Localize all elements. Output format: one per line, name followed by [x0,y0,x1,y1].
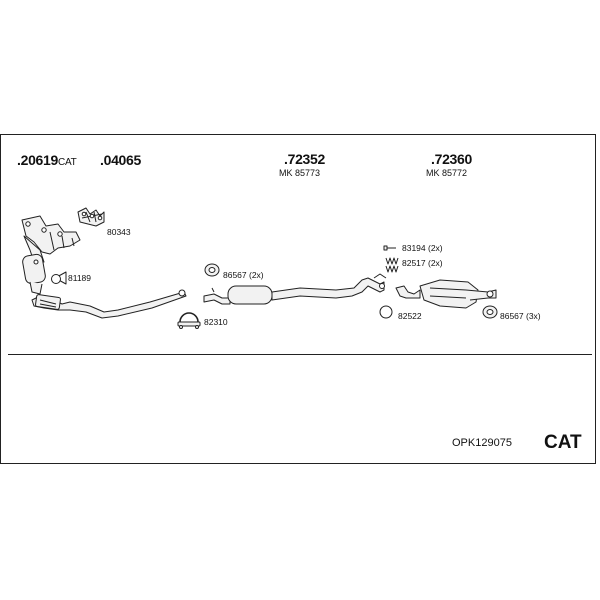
part-gasket-label: 80343 [107,227,131,237]
rear-silencer-illustration [395,279,497,309]
part-seal-label: 82522 [398,311,422,321]
sub-label-middle: MK 85773 [279,168,321,178]
sub-label-rear: MK 85772 [426,168,468,178]
middle-silencer-illustration [203,273,387,305]
part-clamp-label: 82310 [204,317,228,327]
code-front-pipe: .04065 [100,152,142,168]
part-hanger-a-label: 86567 (2x) [223,270,264,280]
exhaust-manifold-illustration [21,215,81,295]
part-ring-label: 81189 [68,273,92,283]
part-spring-label: 82517 (2x) [402,258,443,268]
clamp-illustration [177,312,201,329]
section-divider [8,354,592,355]
code-catalytic-manifold: .20619CAT [17,152,77,168]
code-middle-silencer: .72352 [284,151,326,167]
category-label: CAT [544,432,582,453]
reference-number: OPK129075 [452,437,512,449]
seal-ring-illustration [379,305,393,319]
part-hanger-b-label: 86567 (3x) [500,311,541,321]
ring-gasket-illustration [51,271,67,285]
part-bolt-label: 83194 (2x) [402,243,443,253]
gasket-illustration [77,207,105,227]
hanger-b-illustration [482,305,498,319]
code-rear-silencer: .72360 [431,151,473,167]
bolt-illustration [383,245,396,251]
hanger-a-illustration [204,263,220,277]
front-pipe-illustration [31,289,187,319]
spring-illustration [385,257,399,273]
diagram-frame [0,134,596,464]
